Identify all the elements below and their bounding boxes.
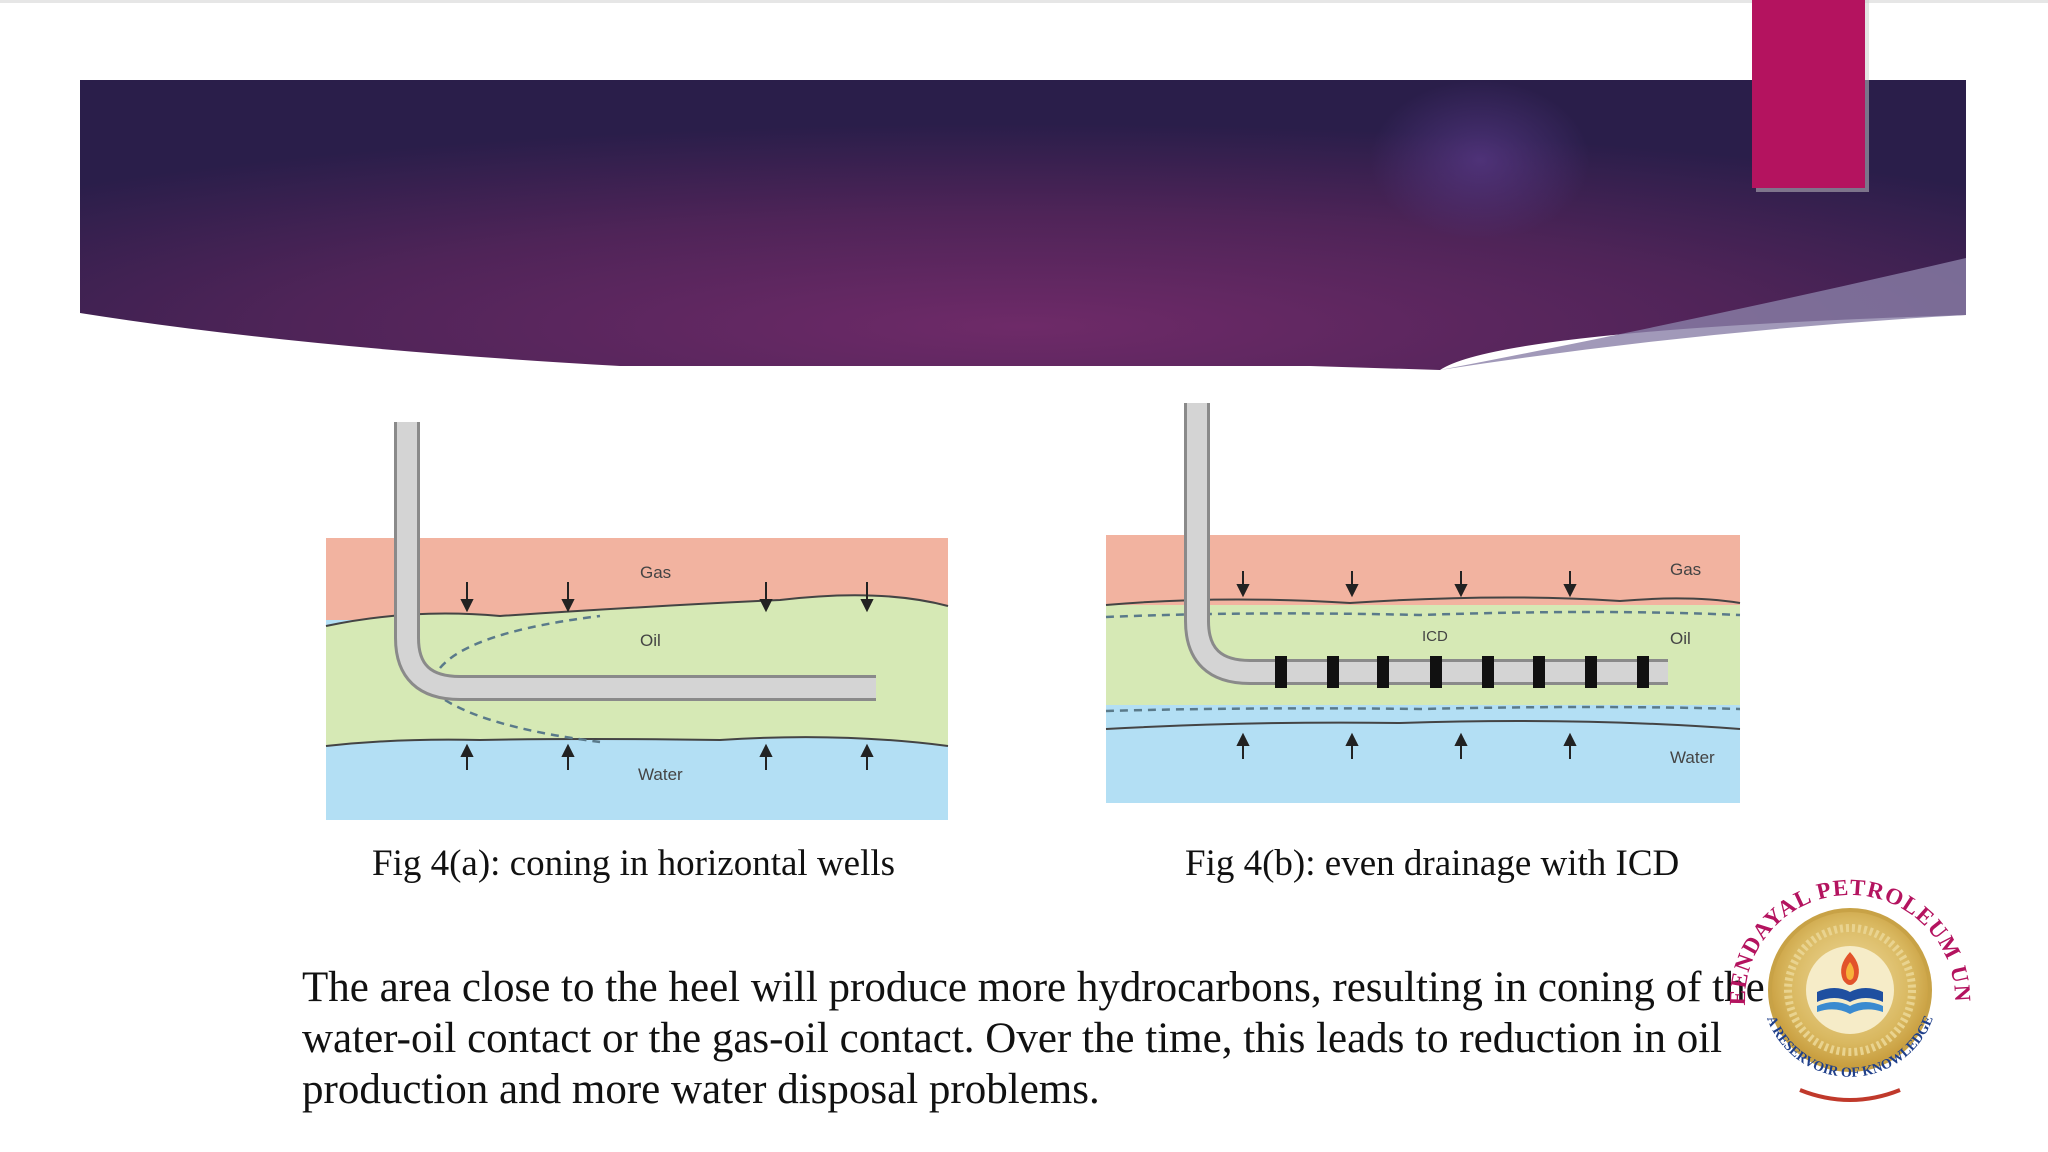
water-label: Water [638,765,683,784]
gas-label: Gas [640,563,671,582]
top-border [0,0,2048,3]
figure-4b-caption: Fig 4(b): even drainage with ICD [1185,843,1680,884]
figure-4b: Gas ICD Oil Water [1100,395,1750,810]
oil-label: Oil [640,631,661,650]
accent-tab [1752,0,1869,192]
figure-4a: Gas Oil Water [320,410,960,830]
icd-label: ICD [1422,628,1448,645]
figure-4a-caption: Fig 4(a): coning in horizontal wells [372,843,896,884]
title-banner [80,80,1966,370]
gas-label: Gas [1670,560,1701,579]
oil-label: Oil [1670,629,1691,648]
university-seal-icon: PANDIT DEENDAYAL PETROLEUM UNIVERSITY A … [1705,840,1974,1102]
body-paragraph: The area close to the heel will produce … [302,964,1765,1113]
water-label: Water [1670,748,1715,767]
